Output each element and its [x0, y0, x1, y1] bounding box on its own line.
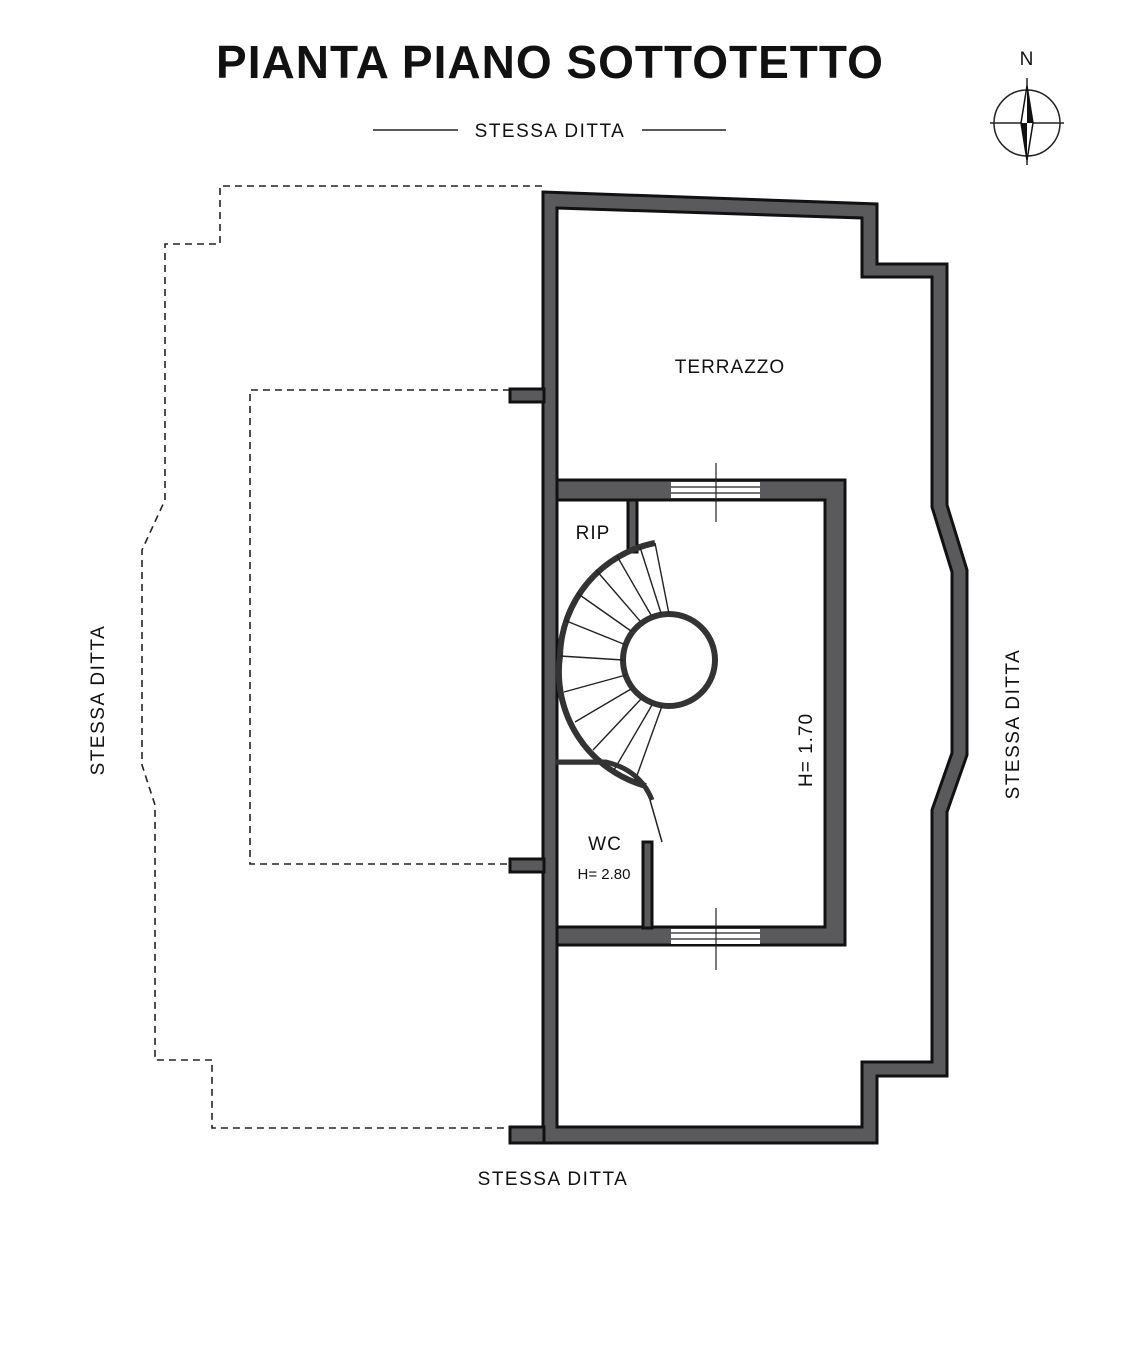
room-label-storage: RIP — [576, 523, 611, 544]
outer-walls — [541, 190, 969, 1145]
room-label-wc: WC — [588, 834, 622, 855]
neighbor-outline-inner — [249, 389, 510, 865]
plan-title: PIANTA PIANO SOTTOTETTO — [216, 36, 884, 88]
spiral-staircase-icon — [555, 540, 718, 801]
stub-wall-lower — [508, 1125, 546, 1145]
inner-room-walls — [555, 478, 847, 947]
wc-door-icon — [649, 799, 663, 843]
stub-wall-upper — [508, 387, 546, 404]
neighbor-label-top: STESSA DITTA — [475, 121, 626, 142]
room-label-terrace: TERRAZZO — [675, 357, 785, 378]
neighbor-label-bottom: STESSA DITTA — [478, 1169, 629, 1190]
storage-partition-wall — [626, 498, 639, 554]
compass-north-label: N — [1020, 49, 1035, 70]
room-height-wc: H= 2.80 — [578, 866, 631, 883]
neighbor-label-right: STESSA DITTA — [1003, 649, 1024, 800]
neighbor-outline-outer — [141, 185, 542, 1129]
wc-partition-wall — [641, 840, 654, 930]
stub-wall-middle — [508, 857, 546, 874]
north-compass-icon: N — [990, 49, 1064, 165]
room-height-main: H= 1.70 — [796, 713, 817, 787]
neighbor-label-left: STESSA DITTA — [88, 625, 109, 776]
